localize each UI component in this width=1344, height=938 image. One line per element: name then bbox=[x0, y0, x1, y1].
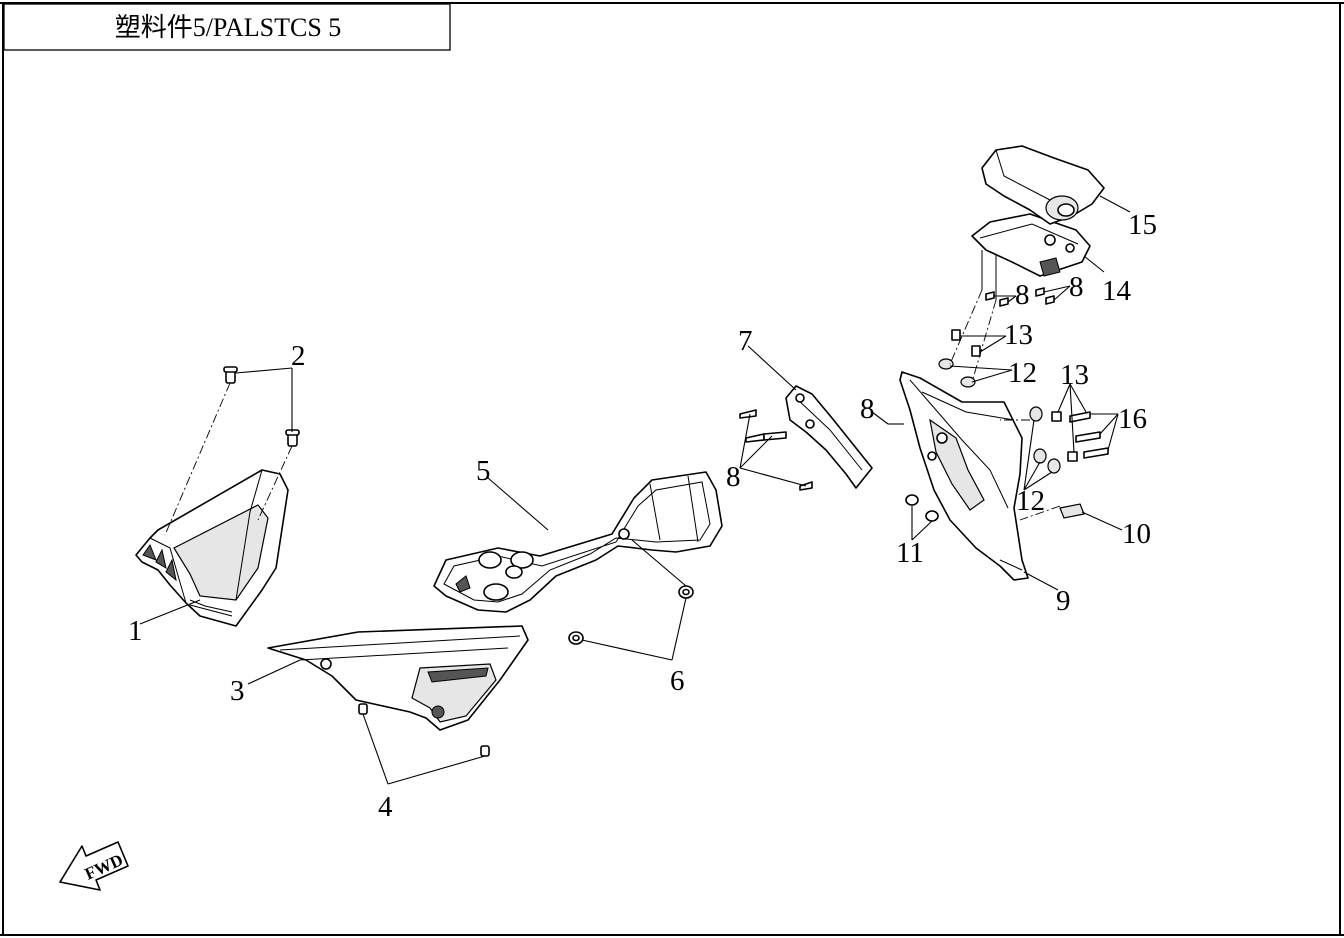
callout-2: 2 bbox=[291, 340, 306, 372]
callout-8-mid: 8 bbox=[860, 393, 875, 425]
part-6-grommets bbox=[568, 585, 694, 645]
callout-3: 3 bbox=[230, 675, 245, 707]
part-3-side-panel bbox=[267, 625, 529, 757]
callout-15: 15 bbox=[1128, 209, 1157, 241]
part-9-upright-cowl bbox=[899, 371, 1029, 581]
callout-13-upper: 13 bbox=[1004, 319, 1033, 351]
callout-numbers: 1 2 3 4 5 6 7 8 8 8 8 9 10 11 12 12 13 1… bbox=[128, 209, 1157, 823]
part-10-pad bbox=[1059, 503, 1085, 519]
part-11-clips bbox=[905, 494, 939, 522]
callout-12-lower: 12 bbox=[1016, 485, 1045, 517]
callout-14: 14 bbox=[1102, 275, 1132, 307]
leader-lines bbox=[139, 195, 1131, 785]
callout-11: 11 bbox=[896, 537, 924, 569]
callout-8-left: 8 bbox=[726, 461, 741, 493]
title-block: 塑料件5/PALSTCS 5 bbox=[3, 3, 451, 51]
callout-5: 5 bbox=[476, 455, 491, 487]
part-16-bolts bbox=[1069, 411, 1109, 459]
part-5-tray bbox=[433, 471, 723, 613]
callout-8-upper-left: 8 bbox=[1015, 279, 1030, 311]
callout-12-upper: 12 bbox=[1008, 357, 1037, 389]
callout-13-right: 13 bbox=[1060, 359, 1089, 391]
part-1-front-cowl bbox=[135, 469, 289, 627]
callout-7: 7 bbox=[738, 325, 753, 357]
part-7-bracket-cover bbox=[785, 385, 873, 489]
part-12-bushings bbox=[938, 358, 1061, 474]
part-13-collars bbox=[951, 329, 1078, 462]
part-15-top-housing bbox=[981, 145, 1105, 225]
title-text: 塑料件5/PALSTCS 5 bbox=[115, 13, 342, 42]
callout-1: 1 bbox=[128, 615, 143, 647]
callout-9: 9 bbox=[1056, 585, 1071, 617]
callout-6: 6 bbox=[670, 665, 685, 697]
callout-16: 16 bbox=[1118, 403, 1147, 435]
callout-10: 10 bbox=[1122, 518, 1151, 550]
callout-4: 4 bbox=[378, 791, 393, 823]
callout-8-upper-right: 8 bbox=[1069, 271, 1084, 303]
part-2-screws bbox=[164, 366, 300, 536]
fwd-arrow: FWD bbox=[59, 841, 129, 891]
part-14-mount-bracket bbox=[971, 213, 1091, 307]
